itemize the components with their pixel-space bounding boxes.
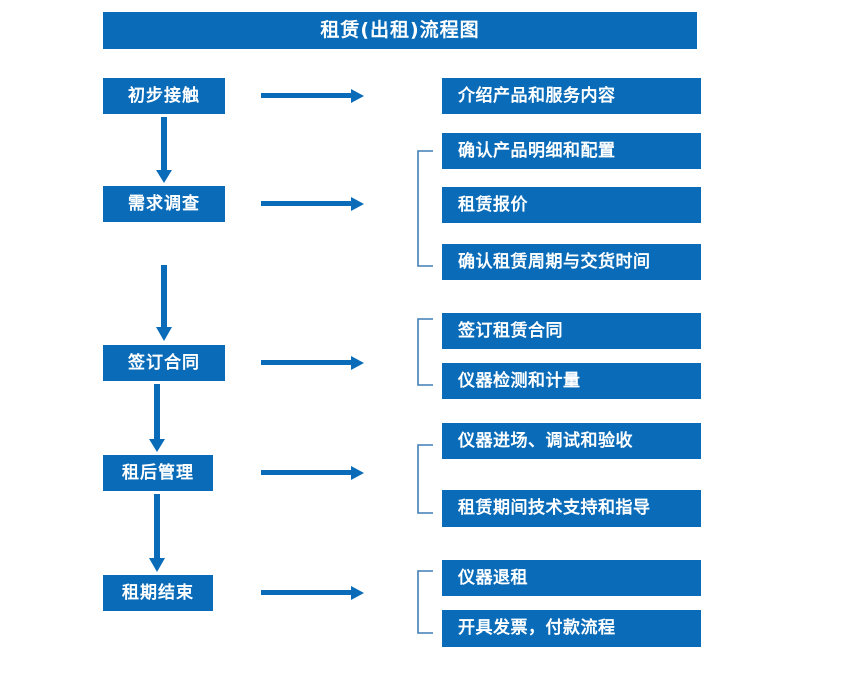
horizontal-arrow-1 [261, 87, 365, 105]
stage-label: 签订合同 [128, 352, 200, 373]
detail-label: 开具发票，付款流程 [458, 618, 616, 638]
vertical-arrow-4 [148, 494, 166, 574]
diagram-title: 租赁(出租)流程图 [320, 19, 480, 41]
vertical-arrow-2 [155, 265, 173, 343]
stage-label: 租后管理 [122, 462, 194, 483]
bracket-group-3 [417, 318, 434, 386]
detail-box-instrument-inspection-metrology[interactable]: 仪器检测和计量 [442, 363, 701, 399]
horizontal-arrow-5 [261, 584, 365, 602]
detail-label: 仪器进场、调试和验收 [458, 430, 633, 451]
diagram-title-bar: 租赁(出租)流程图 [103, 12, 697, 49]
detail-label: 租赁报价 [458, 194, 528, 215]
stage-box-lease-end[interactable]: 租期结束 [103, 575, 213, 611]
horizontal-arrow-2 [261, 195, 365, 213]
detail-box-sign-lease-contract[interactable]: 签订租赁合同 [442, 313, 701, 349]
detail-label: 介绍产品和服务内容 [458, 85, 616, 106]
horizontal-arrow-3 [261, 354, 365, 372]
detail-box-confirm-product-spec[interactable]: 确认产品明细和配置 [442, 133, 701, 169]
stage-box-post-lease-management[interactable]: 租后管理 [103, 455, 213, 491]
detail-box-introduce-products-services[interactable]: 介绍产品和服务内容 [442, 78, 701, 114]
detail-box-technical-support-during-lease[interactable]: 租赁期间技术支持和指导 [442, 490, 701, 527]
stage-box-sign-contract[interactable]: 签订合同 [103, 345, 225, 381]
stage-box-demand-survey[interactable]: 需求调查 [103, 186, 225, 222]
detail-label: 确认租赁周期与交货时间 [458, 251, 651, 272]
stage-box-preliminary-contact[interactable]: 初步接触 [103, 78, 225, 114]
detail-box-invoice-payment-process[interactable]: 开具发票，付款流程 [442, 610, 701, 647]
detail-label: 租赁期间技术支持和指导 [458, 498, 651, 518]
detail-label: 确认产品明细和配置 [458, 140, 616, 161]
detail-label: 签订租赁合同 [458, 320, 563, 341]
bracket-group-2 [417, 150, 434, 267]
stage-label: 需求调查 [128, 193, 200, 214]
detail-box-instrument-return[interactable]: 仪器退租 [442, 560, 701, 596]
bracket-group-4 [417, 444, 434, 514]
detail-label: 仪器退租 [458, 567, 528, 588]
detail-box-lease-quotation[interactable]: 租赁报价 [442, 187, 701, 223]
vertical-arrow-1 [155, 117, 173, 185]
vertical-arrow-3 [148, 384, 166, 454]
detail-box-confirm-lease-period-delivery[interactable]: 确认租赁周期与交货时间 [442, 244, 701, 280]
stage-label: 租期结束 [122, 582, 194, 603]
detail-label: 仪器检测和计量 [458, 370, 581, 391]
stage-label: 初步接触 [128, 85, 200, 106]
horizontal-arrow-4 [261, 464, 365, 482]
bracket-group-5 [417, 570, 434, 634]
detail-box-instrument-entry-commission-acceptance[interactable]: 仪器进场、调试和验收 [442, 423, 701, 459]
